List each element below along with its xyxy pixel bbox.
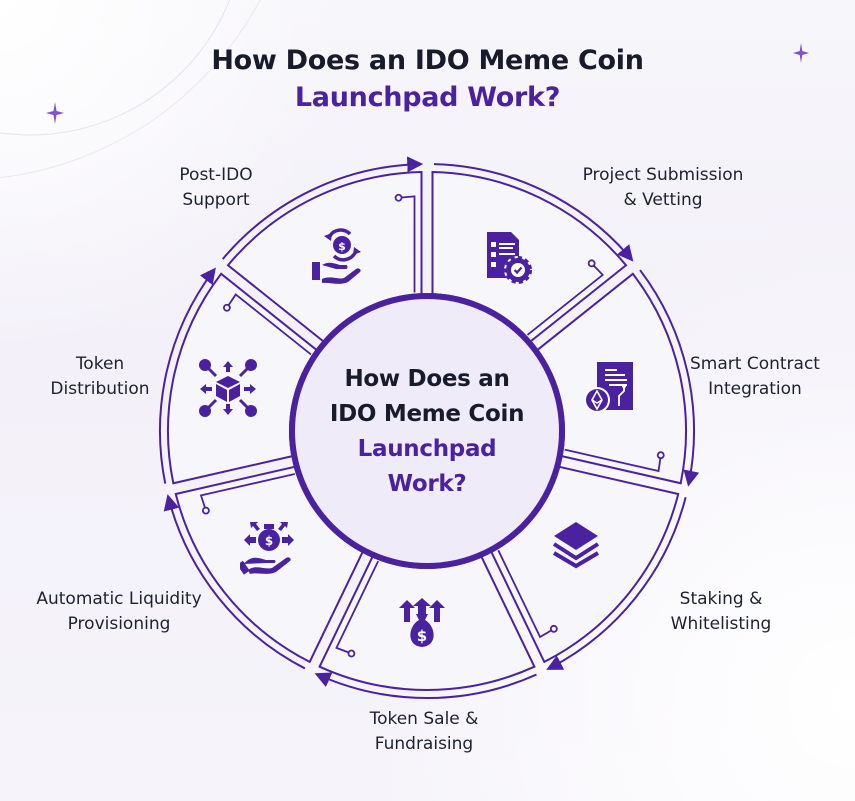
circuit-node bbox=[656, 451, 665, 460]
center-circle bbox=[289, 293, 565, 569]
circuit-trace bbox=[497, 549, 555, 639]
center-line-2: IDO Meme Coin bbox=[329, 401, 525, 427]
flow-arrow bbox=[314, 672, 537, 699]
step-title-line: Token Sale & bbox=[369, 709, 479, 729]
circuit-node bbox=[202, 506, 210, 515]
circuit-trace bbox=[335, 560, 379, 655]
svg-text:$: $ bbox=[417, 627, 427, 645]
hand-dollar-cycle-icon: $ bbox=[312, 228, 361, 284]
circuit-node bbox=[549, 624, 558, 633]
layers-stack-icon bbox=[552, 522, 600, 569]
circuit-trace bbox=[398, 195, 416, 293]
step-title-line: Fundraising bbox=[374, 734, 474, 754]
step-title-line: & Vetting bbox=[623, 190, 703, 210]
circuit-trace bbox=[199, 473, 296, 511]
ethereum-contract-icon bbox=[584, 362, 633, 413]
flow-arrow bbox=[221, 156, 424, 260]
center-title: How Does an IDO Meme Coin Launchpad Work… bbox=[292, 362, 562, 502]
svg-text:$: $ bbox=[338, 240, 346, 253]
svg-text:$: $ bbox=[265, 534, 273, 548]
center-line-3: Launchpad bbox=[357, 436, 497, 462]
step-title-line: Token bbox=[75, 354, 125, 374]
circuit-node bbox=[222, 303, 231, 312]
step-title-line: Staking & bbox=[679, 589, 763, 609]
hand-money-bag-arrows-icon: $ bbox=[240, 522, 294, 575]
step-title-line: Post-IDO bbox=[179, 165, 253, 185]
title-line-2: Launchpad Work? bbox=[294, 82, 561, 113]
step-title-line: Whitelisting bbox=[670, 614, 772, 634]
document-gear-check-icon bbox=[487, 232, 532, 284]
flow-arrow bbox=[639, 269, 700, 487]
circuit-node bbox=[394, 193, 403, 202]
step-title-line: Automatic Liquidity bbox=[36, 589, 202, 609]
circuit-trace bbox=[564, 448, 662, 473]
flow-arrow bbox=[159, 267, 216, 484]
title-line-1: How Does an IDO Meme Coin bbox=[211, 45, 644, 76]
cube-network-icon bbox=[199, 359, 257, 417]
flow-arrow bbox=[163, 494, 306, 670]
step-title-line: Integration bbox=[708, 379, 802, 399]
page-title: How Does an IDO Meme Coin Launchpad Work… bbox=[0, 42, 855, 116]
step-label-post-ido: Post-IDO Support bbox=[179, 163, 252, 213]
circuit-node bbox=[347, 649, 356, 658]
step-label-staking: Staking & Whitelisting bbox=[671, 587, 772, 637]
step-title-line: Project Submission bbox=[582, 165, 744, 185]
center-line-4: Work? bbox=[387, 471, 467, 497]
step-title-line: Provisioning bbox=[67, 614, 171, 634]
circuit-trace bbox=[526, 262, 605, 336]
step-label-token-distribution: Token Distribution bbox=[50, 352, 149, 402]
step-label-liquidity: Automatic Liquidity Provisioning bbox=[36, 587, 201, 637]
money-bag-arrows-up-icon: $ bbox=[399, 598, 445, 647]
circuit-node bbox=[587, 259, 596, 268]
step-title-line: Distribution bbox=[50, 379, 150, 399]
step-title-line: Support bbox=[182, 190, 250, 210]
flow-arrow bbox=[433, 163, 634, 262]
sparkle-icon bbox=[46, 43, 809, 124]
step-label-token-sale: Token Sale & Fundraising bbox=[370, 707, 479, 757]
circuit-trace bbox=[226, 293, 312, 356]
center-line-1: How Does an bbox=[344, 366, 510, 392]
step-label-project-submission: Project Submission & Vetting bbox=[583, 163, 744, 213]
step-title-line: Smart Contract bbox=[690, 354, 820, 374]
step-label-smart-contract: Smart Contract Integration bbox=[690, 352, 820, 402]
flow-arrow bbox=[546, 496, 687, 670]
